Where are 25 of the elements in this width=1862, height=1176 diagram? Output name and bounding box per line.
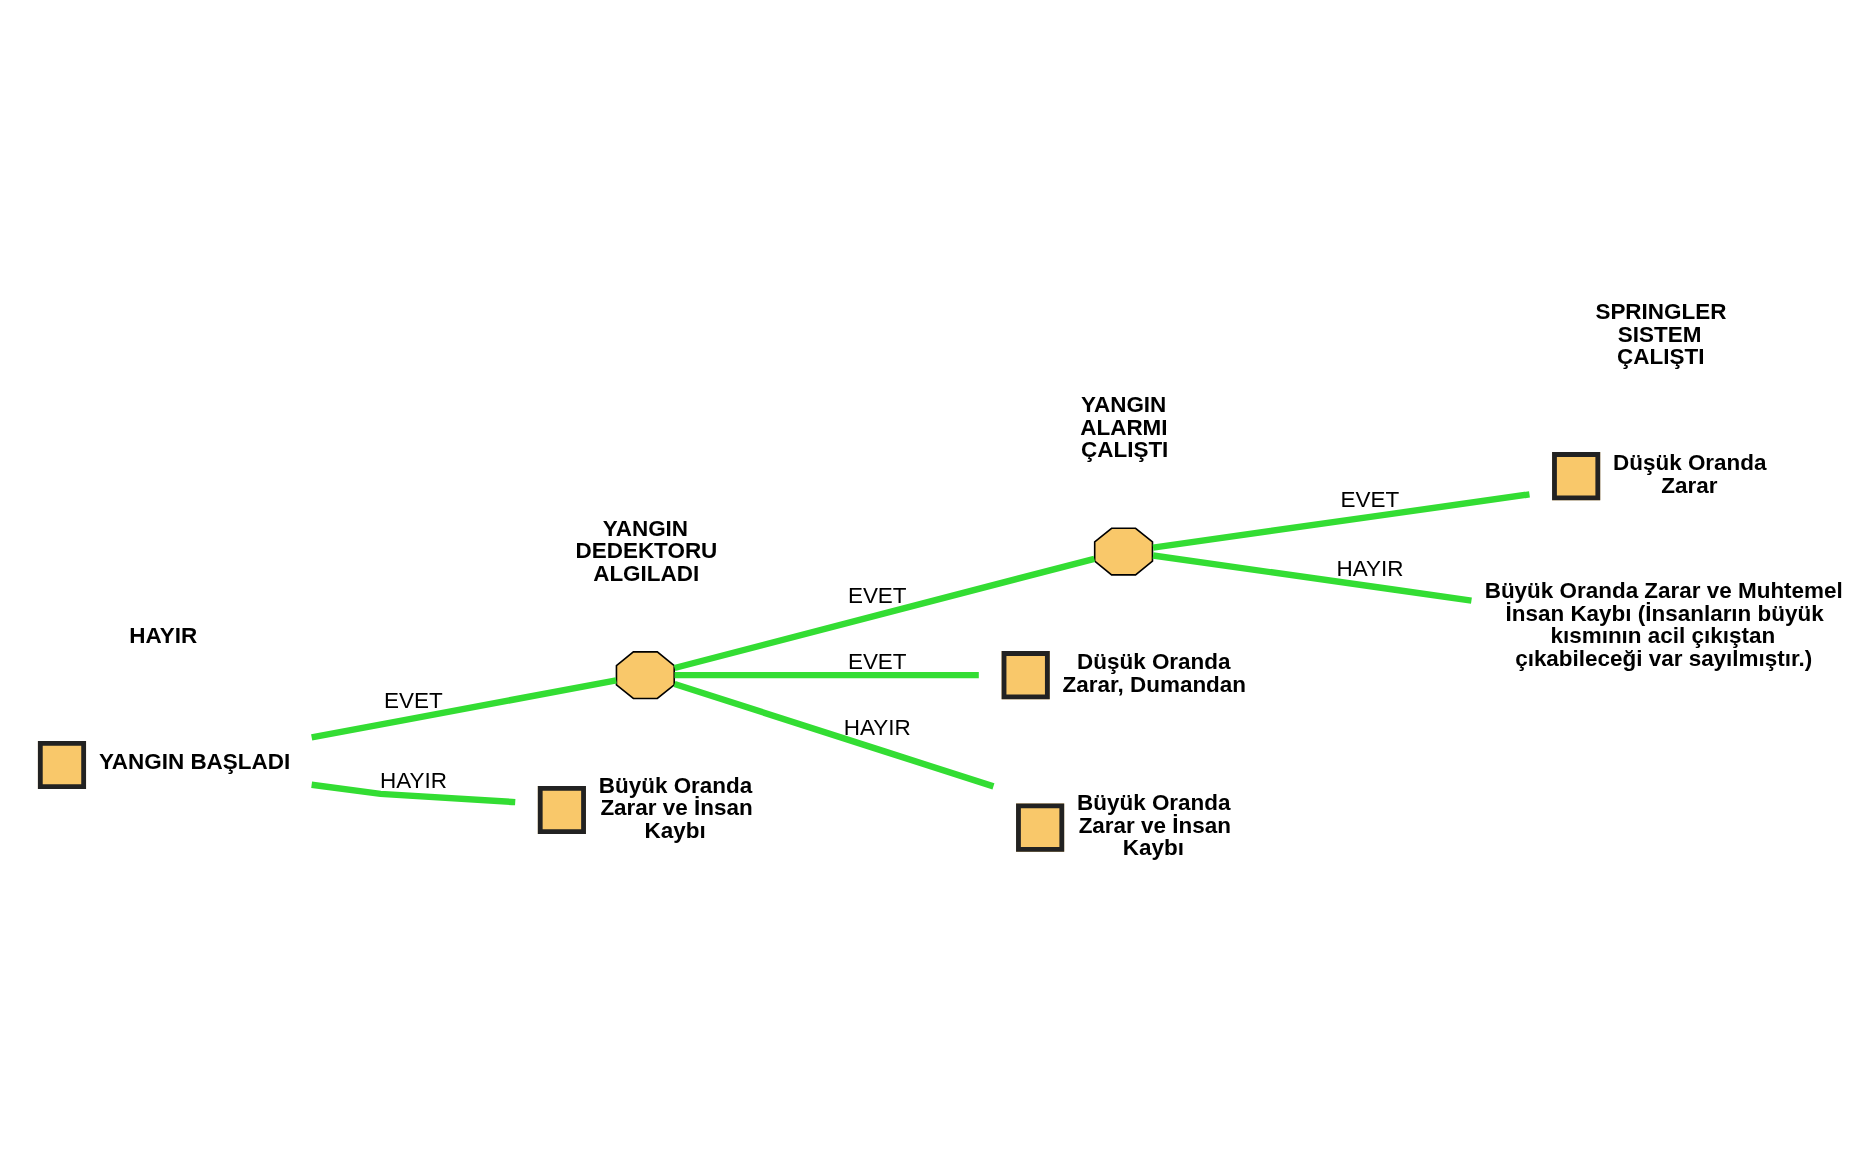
label: YANGIN ALARMI ÇALIŞTI: [1080, 391, 1169, 462]
edge-label: HAYIR: [379, 767, 447, 793]
connector: [311, 781, 516, 805]
connector: [673, 555, 1096, 671]
node-text: Büyük Oranda Zarar ve Muhtemel İnsan Kaybı (İnsanların büyük kısmının acil çıkıştan çıkabileceği var sayılmıştır.): [1484, 577, 1843, 671]
connector: [673, 680, 995, 789]
label: YANGIN DEDEKTORU ALGILADI: [575, 515, 718, 586]
label: HAYIR: [129, 622, 198, 648]
node-label: Büyük Oranda Zarar ve İnsan Kaybı: [598, 772, 753, 843]
edge-label: HAYIR: [1336, 555, 1404, 581]
edge-label: EVET: [847, 582, 907, 608]
node-octagon: [615, 650, 676, 699]
node-label: Düşük Oranda Zarar, Dumandan: [1062, 648, 1247, 697]
node-label: Düşük Oranda Zarar: [1613, 449, 1767, 498]
node-label: YANGIN BAŞLADI: [98, 748, 291, 774]
connector: [1152, 551, 1472, 604]
edge-label: EVET: [1340, 486, 1400, 512]
node-label: Büyük Oranda Zarar ve İnsan Kaybı: [1077, 789, 1231, 860]
connector: [1152, 490, 1530, 551]
edge-label: EVET: [847, 648, 907, 674]
label: SPRINGLER SISTEM ÇALIŞTI: [1595, 298, 1727, 369]
edge-label: EVET: [384, 687, 443, 713]
edge-label: HAYIR: [843, 714, 911, 740]
node-octagon: [1093, 527, 1154, 576]
connector: [311, 676, 617, 741]
